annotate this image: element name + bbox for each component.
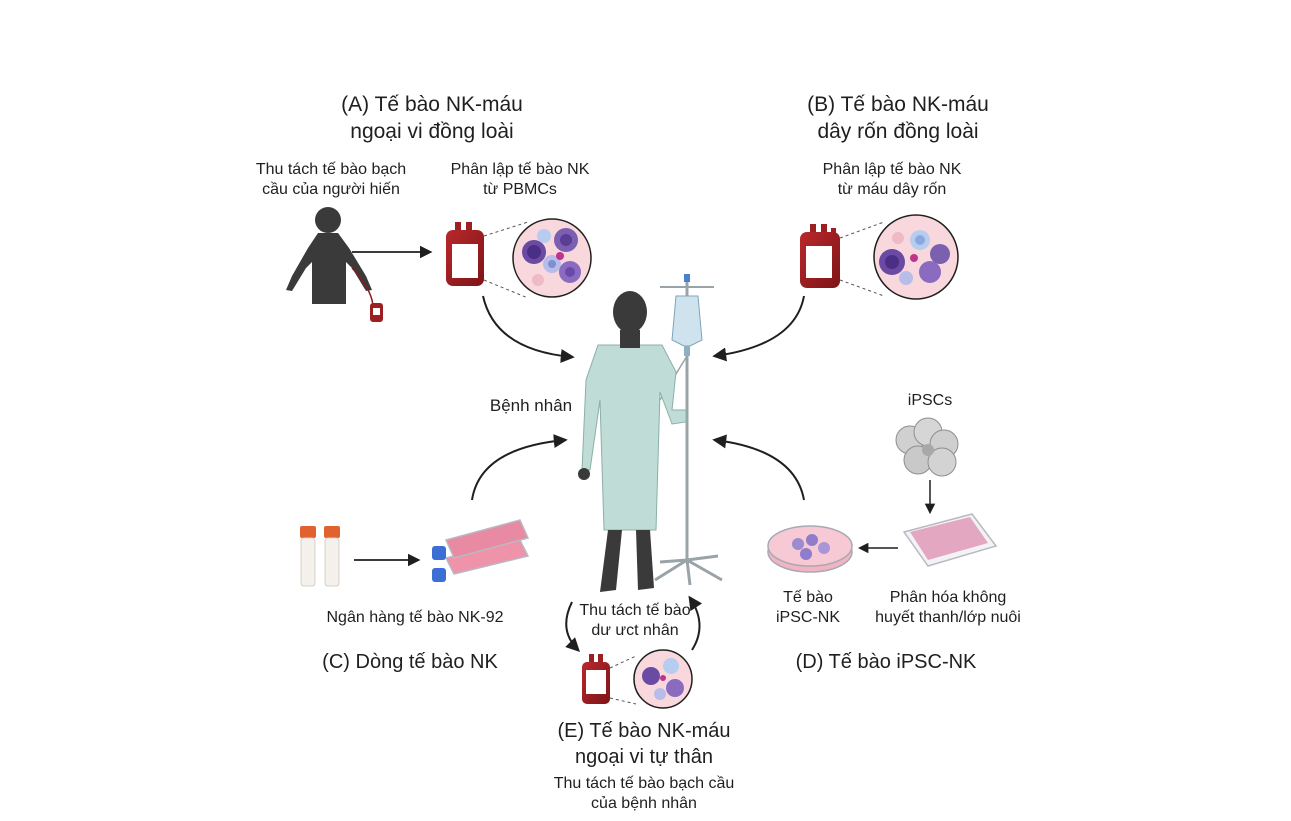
panel-a-title: (A) Tế bào NK-máu ngoại vi đồng loài (341, 92, 523, 146)
nk-cells-circle-icon (512, 218, 592, 298)
differentiation-label: Phân hóa không huyết thanh/lớp nuôi (875, 588, 1021, 629)
autologous-collection-label: Thu tách tế bào dư ưct nhân (579, 601, 690, 642)
nk92-bank-label: Ngân hàng tế bào NK-92 (326, 609, 504, 626)
panel-a-title-line1: (A) Tế bào NK-máu (341, 93, 523, 116)
patient-label: Bệnh nhân (489, 396, 573, 415)
arrow-patient-to-e (565, 601, 580, 652)
panel-d-title: (D) Tế bào iPSC-NK (795, 651, 977, 673)
autologous-nk-cells-circle-icon (633, 649, 693, 709)
panel-b-title: (B) Tế bào NK-máu dây rốn đồng loài (807, 92, 989, 146)
pbmc-label-line2: từ PBMCs (483, 181, 557, 199)
panel-e-subtitle: Thu tách tế bào bạch cầu của bệnh nhân (554, 774, 735, 815)
donor-silhouette-icon (286, 207, 383, 322)
arrow-d-to-patient (712, 434, 805, 501)
panel-e-title-line2: ngoại vi tự thân (575, 745, 713, 768)
pbmc-label-line1: Phân lập tế bào NK (450, 161, 590, 178)
panel-b-title-line1: (B) Tế bào NK-máu (807, 93, 989, 116)
donor-collection-label: Thu tách tế bào bạch cầu của người hiến (256, 160, 406, 201)
diff-line2: huyết thanh/lớp nuôi (875, 609, 1021, 627)
cord-nk-cells-circle-icon (873, 214, 959, 300)
petri-dish-icon (767, 525, 853, 573)
cord-blood-bag-icon (800, 224, 840, 288)
cord-label-line1: Phân lập tế bào NK (822, 161, 962, 178)
panel-b-title-line2: dây rốn đồng loài (817, 119, 979, 143)
pbmc-isolation-label: Phân lập tế bào NK từ PBMCs (451, 160, 590, 201)
cord-isolation-label: Phân lập tế bào NK từ máu dây rốn (823, 160, 962, 201)
collect-line2: dư ưct nhân (591, 622, 679, 640)
panel-e-sub-line2: của bệnh nhân (591, 795, 697, 813)
panel-a-title-line2: ngoại vi đồng loài (350, 119, 514, 143)
cryovial-tubes-icon (300, 526, 340, 587)
well-plate-icon (902, 513, 998, 567)
collect-line1: Thu tách tế bào (579, 602, 691, 619)
culture-flasks-icon (432, 519, 530, 582)
ipsc-nk-line1: Tế bào (783, 589, 833, 606)
cord-label-line2: từ máu dây rốn (837, 181, 947, 199)
ipsc-nk-cell-label: Tế bào iPSC-NK (776, 588, 840, 629)
arrow-e-to-patient (688, 595, 703, 651)
ipsc-nk-line2: iPSC-NK (775, 609, 841, 627)
arrow-c-to-patient (471, 434, 568, 501)
panel-e-title: (E) Tế bào NK-máu ngoại vi tự thân (557, 719, 730, 770)
panel-e-title-line1: (E) Tế bào NK-máu (557, 720, 731, 742)
ipsc-label: iPSCs (907, 392, 953, 409)
arrow-a-to-patient (482, 295, 575, 363)
donor-label-line2: cầu của người hiến (262, 181, 400, 199)
autologous-blood-bag-icon (582, 654, 610, 704)
panel-c-title: (C) Dòng tế bào NK (322, 651, 498, 673)
arrow-b-to-patient (712, 295, 805, 362)
donor-label-line1: Thu tách tế bào bạch (255, 161, 407, 178)
ipsc-cells-icon (895, 417, 959, 477)
blood-bag-icon (446, 222, 484, 286)
panel-e-sub-line1: Thu tách tế bào bạch cầu (553, 775, 735, 792)
diff-line1: Phân hóa không (889, 589, 1007, 606)
patient-icon (578, 291, 687, 592)
iv-stand-icon (654, 274, 723, 586)
